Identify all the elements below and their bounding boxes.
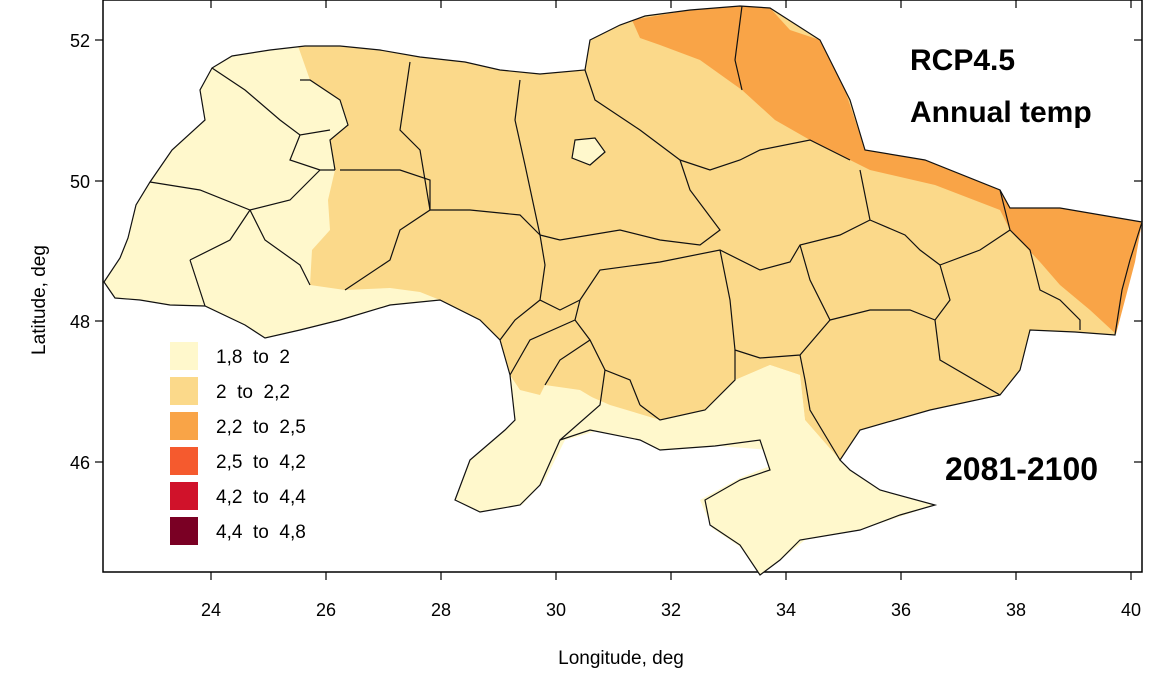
region-south-coast	[458, 365, 840, 512]
x-tick-label: 30	[546, 600, 566, 620]
variable-title: Annual temp	[910, 96, 1092, 129]
legend-label: 4,2 to 4,4	[216, 487, 306, 508]
y-tick-label: 50	[70, 172, 90, 192]
scenario-title: RCP4.5	[910, 44, 1015, 77]
region-crimea	[700, 466, 935, 575]
oblast-borders	[103, 5, 1143, 576]
x-tick-label: 36	[891, 600, 911, 620]
y-tick-label: 52	[70, 31, 90, 51]
legend: 1,8 to 2 2 to 2,2 2,2 to 2,5 2,5 to 4,2 …	[170, 342, 306, 545]
legend-label: 4,4 to 4,8	[216, 522, 306, 543]
legend-swatch-2	[170, 412, 198, 440]
x-tick-label: 34	[776, 600, 796, 620]
y-tick-label: 46	[70, 453, 90, 473]
x-tick-label: 32	[661, 600, 681, 620]
legend-swatch-1	[170, 377, 198, 405]
period-label: 2081-2100	[945, 451, 1098, 487]
side-ticks	[95, 39, 1142, 463]
legend-label: 1,8 to 2	[216, 347, 290, 368]
legend-swatch-4	[170, 482, 198, 510]
legend-swatch-0	[170, 342, 198, 370]
x-tick-label: 26	[316, 600, 336, 620]
x-tick-label: 40	[1121, 600, 1141, 620]
legend-swatch-5	[170, 517, 198, 545]
top-ticks	[210, 0, 1132, 8]
y-axis-title: Latitude, deg	[29, 245, 50, 355]
bottom-ticks	[210, 572, 1132, 580]
x-axis-title: Longitude, deg	[558, 648, 684, 669]
region-kyiv-patch	[572, 138, 605, 165]
map-regions	[103, 5, 1143, 576]
x-tick-label: 28	[431, 600, 451, 620]
legend-label: 2,2 to 2,5	[216, 417, 306, 438]
x-tick-labels: 24 26 28 30 32 34 36 38 40	[201, 600, 1141, 620]
x-tick-label: 38	[1006, 600, 1026, 620]
region-north-east-band	[632, 6, 1142, 334]
region-mid-band	[298, 6, 1142, 460]
legend-swatch-3	[170, 447, 198, 475]
legend-label: 2,5 to 4,2	[216, 452, 306, 473]
y-tick-labels: 46 48 50 52	[70, 31, 90, 473]
y-tick-label: 48	[70, 312, 90, 332]
legend-label: 2 to 2,2	[216, 382, 290, 403]
x-tick-label: 24	[201, 600, 221, 620]
